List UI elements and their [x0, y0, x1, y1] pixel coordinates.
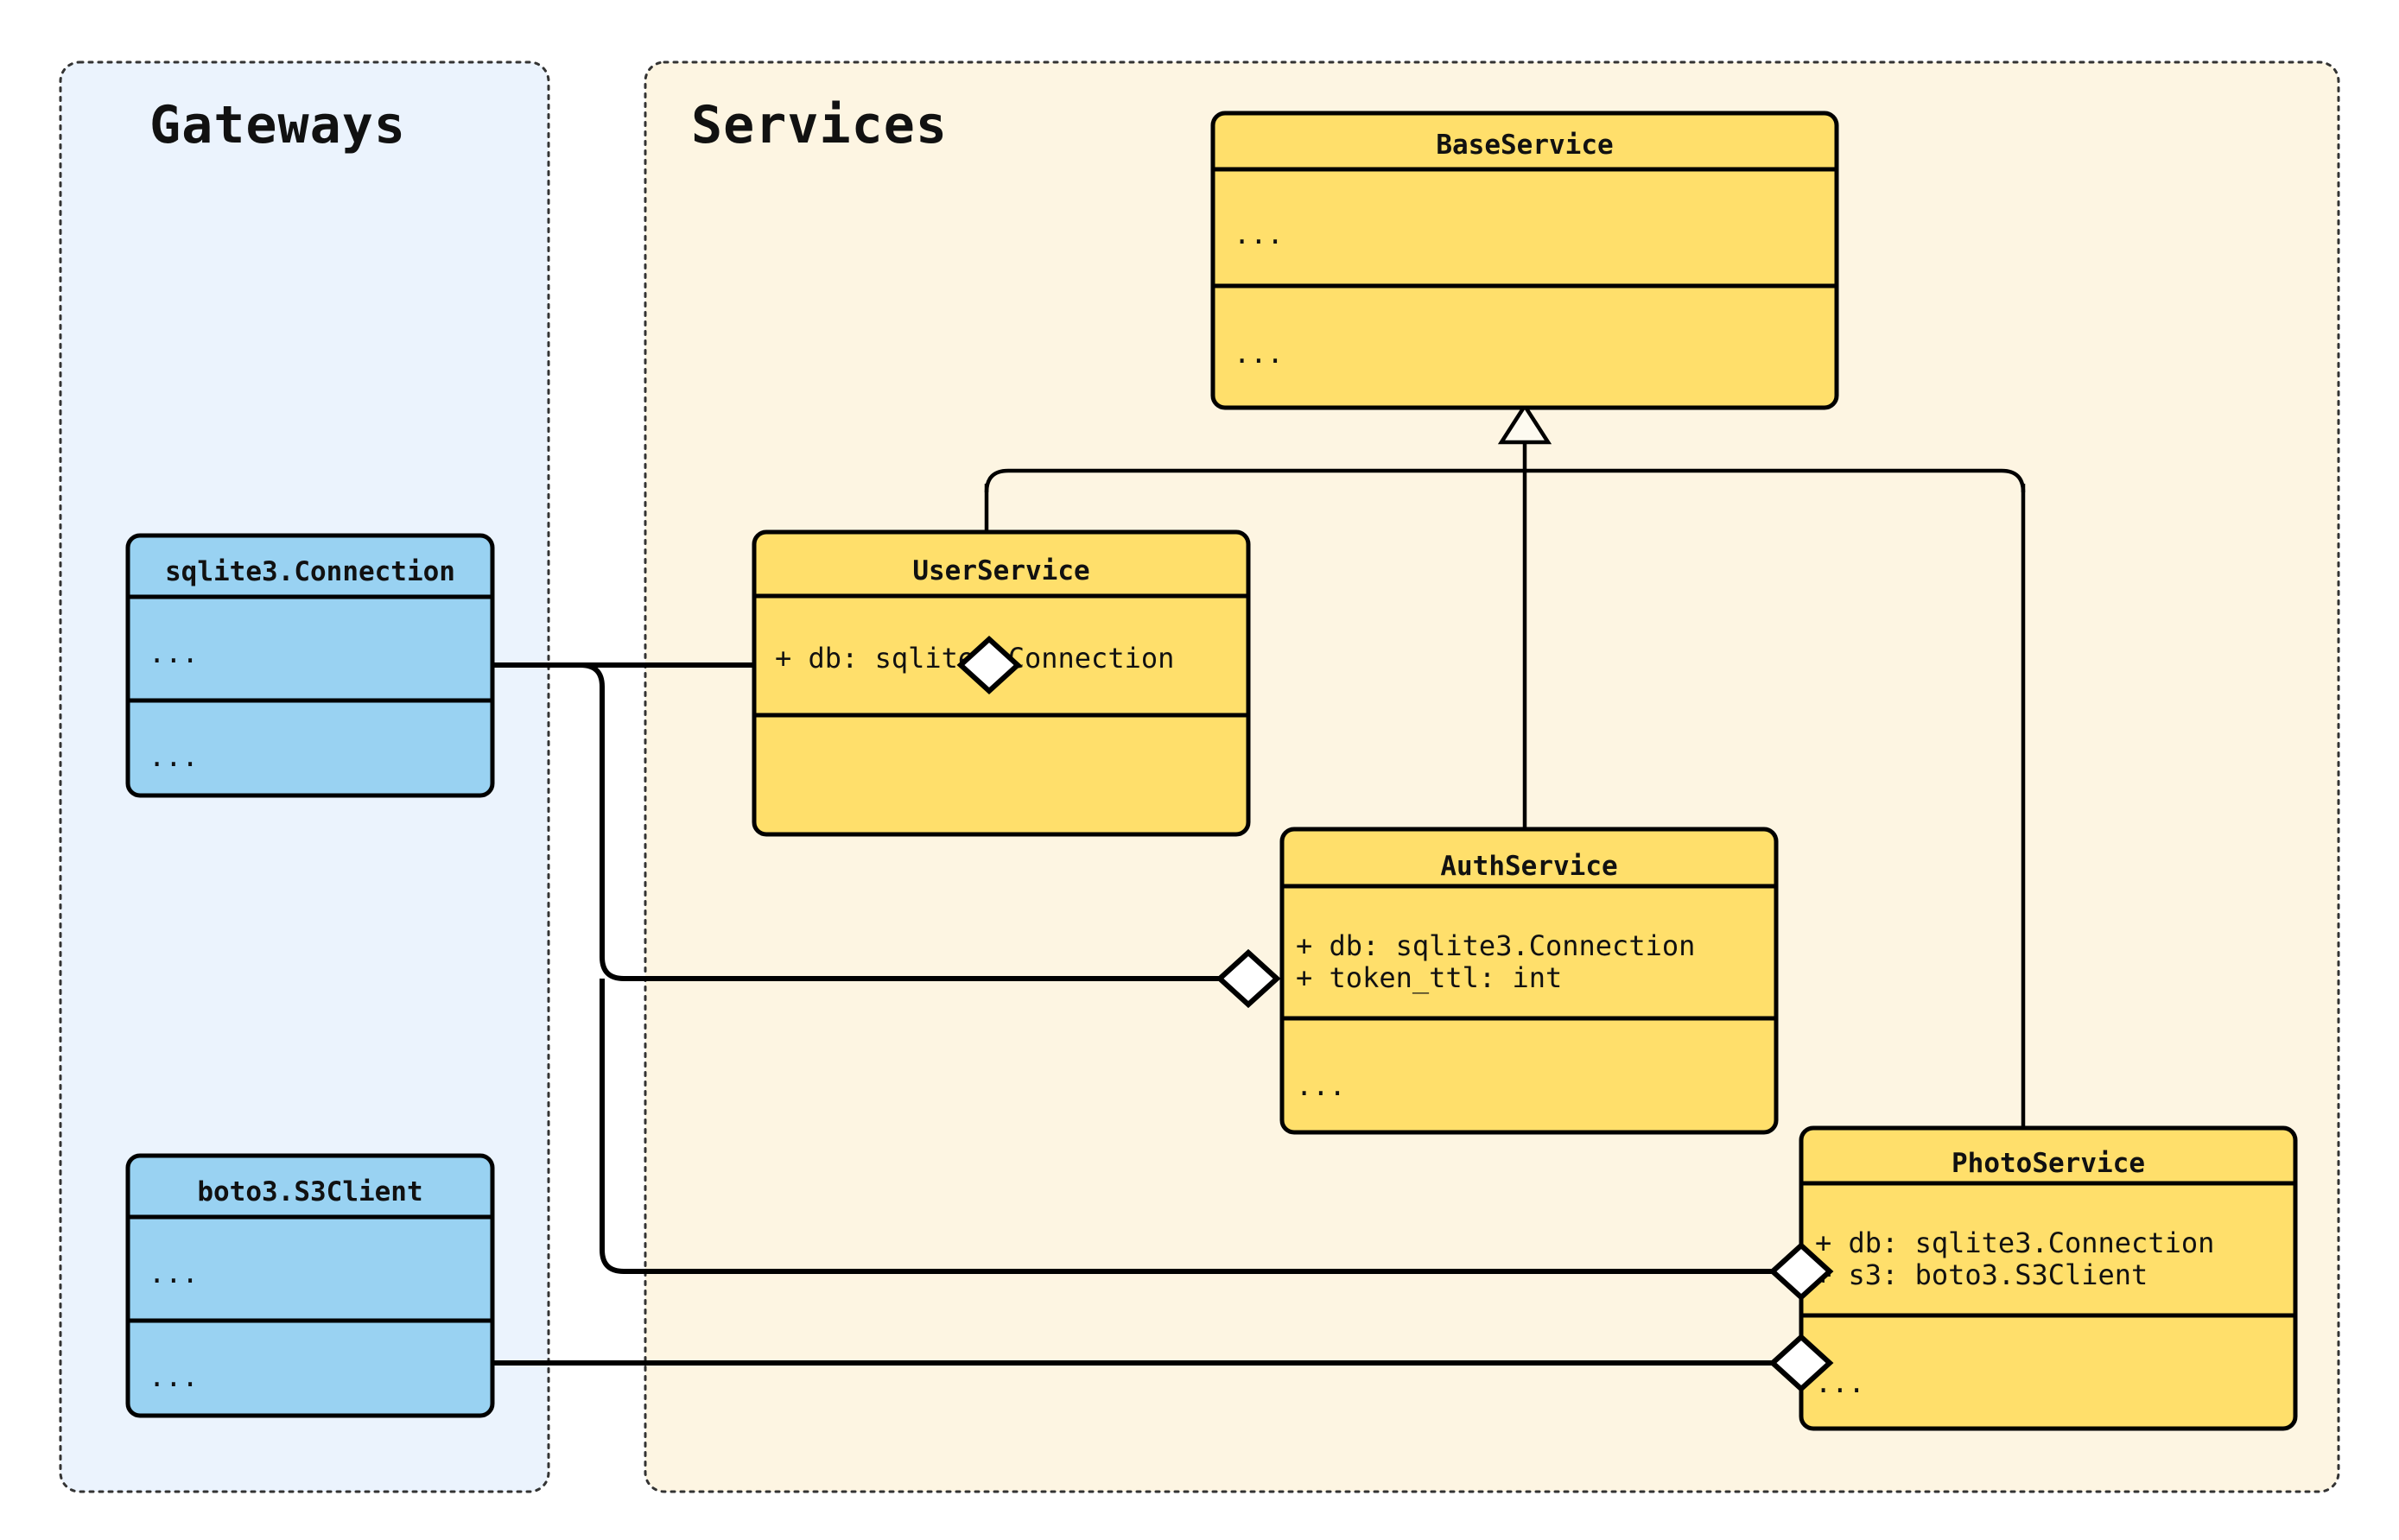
- aggregation-diamond-authservice-top: [1215, 948, 1281, 1009]
- package-gateways-title: Gateways: [149, 95, 406, 155]
- class-box-authservice[interactable]: AuthService + db: sqlite3.Connection + t…: [1279, 827, 1779, 1135]
- aggregation-line-sqlite3-photoservice: [600, 979, 1801, 1274]
- class-name-photoservice: PhotoService: [1952, 1148, 2145, 1179]
- class-attribute-photo-1: + s3: boto3.S3Client: [1815, 1258, 2148, 1291]
- class-method-boto3-0: ...: [149, 1360, 199, 1393]
- class-body-sqlite3-connection: [125, 533, 495, 798]
- class-name-sqlite3-connection: sqlite3.Connection: [165, 556, 455, 587]
- class-body-authservice: [1279, 827, 1779, 1135]
- class-method-sqlite3-0: ...: [149, 740, 199, 773]
- aggregation-diamond-overlay: [956, 635, 1834, 1393]
- aggregation-diamond-photoservice-db-top: [1768, 1241, 1834, 1302]
- aggregation-diamond-userservice-top: [956, 635, 1022, 695]
- class-method-base-0: ...: [1234, 337, 1284, 370]
- class-attribute-boto3-0: ...: [149, 1257, 199, 1290]
- package-services-title: Services: [691, 95, 948, 155]
- class-attribute-sqlite3-0: ...: [149, 637, 199, 669]
- inheritance-bus: [984, 468, 2026, 493]
- class-name-baseservice: BaseService: [1436, 130, 1613, 161]
- class-box-sqlite3-connection[interactable]: sqlite3.Connection ... ...: [125, 533, 495, 798]
- class-attribute-photo-0: + db: sqlite3.Connection: [1815, 1226, 2214, 1259]
- inheritance-triangle-arrowhead: [1497, 402, 1552, 445]
- class-attribute-auth-1: + token_ttl: int: [1296, 961, 1562, 994]
- aggregation-line-sqlite3-authservice: [580, 662, 1248, 981]
- inheritance-edges: [984, 402, 2026, 1133]
- class-body-boto3-s3client: [125, 1153, 495, 1418]
- class-body-baseservice: [1210, 111, 1839, 410]
- class-box-boto3-s3client[interactable]: boto3.S3Client ... ...: [125, 1153, 495, 1418]
- class-method-auth-0: ...: [1296, 1069, 1346, 1102]
- class-box-baseservice[interactable]: BaseService ... ...: [1210, 111, 1839, 410]
- class-name-boto3-s3client: boto3.S3Client: [197, 1176, 422, 1207]
- class-attribute-base-0: ...: [1234, 218, 1284, 250]
- class-name-authservice: AuthService: [1440, 851, 1617, 882]
- class-name-userservice: UserService: [912, 555, 1089, 586]
- aggregation-diamond-photoservice-s3-top: [1768, 1333, 1834, 1393]
- class-attribute-auth-0: + db: sqlite3.Connection: [1296, 929, 1695, 962]
- class-box-photoservice[interactable]: PhotoService + db: sqlite3.Connection + …: [1799, 1125, 2298, 1431]
